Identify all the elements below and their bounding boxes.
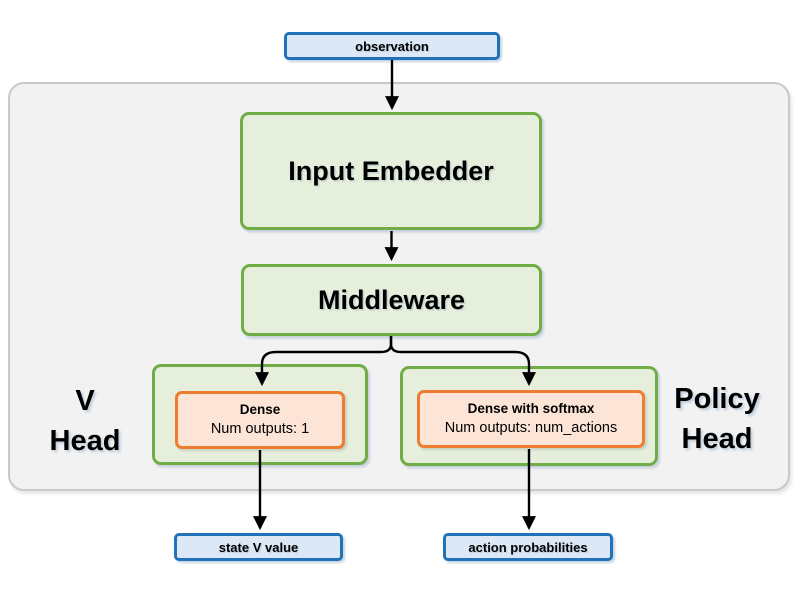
v-head-group-label: V Head — [20, 381, 150, 461]
action-probabilities-label: action probabilities — [468, 539, 588, 555]
policy-head-dense-layer: Dense with softmax Num outputs: num_acti… — [417, 390, 645, 448]
v-head-label-line2: Head — [49, 425, 121, 457]
observation-label: observation — [355, 38, 429, 54]
node-state-v-value: state V value — [174, 533, 343, 561]
v-head-label-line1: V — [75, 385, 95, 417]
policy-head-label-line2: Head — [681, 423, 753, 455]
policy-head-dense-title: Dense with softmax — [467, 400, 595, 416]
v-head-dense-detail: Num outputs: 1 — [210, 421, 310, 438]
node-input-embedder: Input Embedder — [240, 112, 542, 230]
policy-head-group-label: Policy Head — [652, 379, 782, 459]
v-head-dense-layer: Dense Num outputs: 1 — [175, 391, 345, 449]
policy-head-label-line1: Policy — [674, 383, 760, 415]
node-middleware: Middleware — [241, 264, 542, 336]
node-action-probabilities: action probabilities — [443, 533, 613, 561]
input-embedder-label: Input Embedder — [288, 155, 494, 186]
node-observation: observation — [284, 32, 500, 60]
policy-head-dense-detail: Num outputs: num_actions — [444, 420, 618, 437]
v-head-dense-title: Dense — [239, 401, 281, 417]
state-v-value-label: state V value — [218, 539, 299, 555]
middleware-label: Middleware — [317, 284, 466, 315]
